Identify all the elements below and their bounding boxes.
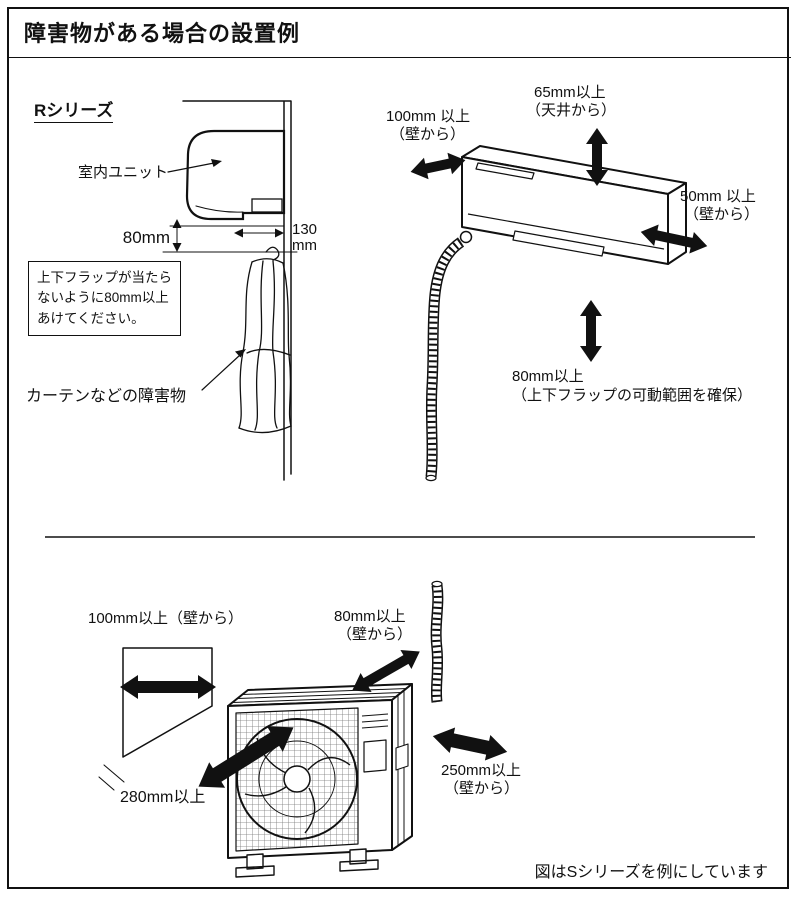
footer-note: 図はSシリーズを例にしています [534, 864, 768, 881]
pipe-end [431, 580, 443, 588]
indoor-unit-label: 室内ユニット [78, 164, 169, 181]
clearance-arrow-left-wall [410, 152, 466, 180]
outdoor-side-plate [395, 743, 409, 771]
clearance-left-label-line1: 100mm 以上 [386, 108, 471, 125]
indoor-3d-flap-seam [467, 213, 665, 250]
hose-end [425, 474, 437, 482]
curtain-label-arrowhead [235, 349, 246, 358]
indoor-3d-top-slot [475, 162, 535, 180]
indoor-unit-side-body [185, 129, 286, 221]
unit-label-leader [167, 162, 215, 173]
outdoor-plate [363, 739, 387, 773]
curtain-drawing [238, 246, 292, 434]
outdoor-feet [235, 848, 379, 878]
outdoor-wall-drawing [98, 647, 213, 791]
indoor-clearance-arrows [410, 128, 708, 362]
clearance-arrow-left [120, 675, 216, 699]
clearance-flap-label-line1: 80mm以上 [512, 368, 584, 385]
refrigerant-pipe-drawing [430, 580, 444, 703]
clearance-ceiling-label-line2: （天井から） [526, 102, 617, 119]
fan-blades [244, 737, 351, 834]
fan-ring-inner [258, 740, 336, 818]
dim-80-arrowheads [172, 219, 182, 252]
dim-80-label: 80mm [122, 228, 170, 247]
flap-note-line2: ないように80mm以上 [37, 290, 169, 306]
outdoor-strip-vents [361, 713, 389, 729]
curtain-label: カーテンなどの障害物 [26, 388, 187, 405]
page-border [7, 7, 789, 889]
flap-note-line3: あけてください。 [37, 310, 145, 326]
clearance-right-label-line1: 50mm 以上 [680, 188, 756, 205]
dimension-lines [162, 225, 298, 253]
header-rule [9, 57, 791, 58]
clearance-flap-label-line2: （上下フラップの可動範囲を確保） [512, 387, 753, 404]
outdoor-back-label-line1: 80mm以上 [334, 608, 406, 625]
unit-label-arrowhead [211, 159, 222, 167]
page-title: 障害物がある場合の設置例 [24, 21, 301, 46]
curtain-label-leader [201, 354, 241, 391]
series-label: Rシリーズ [34, 96, 114, 123]
dim-130-unit: mm [292, 237, 317, 254]
outdoor-unit-drawing [227, 683, 413, 878]
flap-note-line1: 上下フラップが当たら [37, 270, 172, 285]
outdoor-left-label: 100mm以上（壁から） [88, 610, 244, 627]
flap-note-box: 上下フラップが当たら ないように80mm以上 あけてください。 [28, 261, 181, 336]
clearance-right-label-line2: （壁から） [684, 206, 760, 223]
indoor-unit-vent [251, 198, 283, 213]
clearance-arrow-front [198, 726, 294, 788]
floor-hatch-lines [98, 764, 125, 791]
drain-hose-drawing [425, 230, 473, 482]
indoor-3d-recess [512, 230, 605, 257]
clearance-left-label-line2: （壁から） [390, 126, 466, 143]
clearance-arrow-flap [580, 300, 602, 362]
fan-hub [283, 765, 311, 793]
hose-connector [459, 230, 473, 244]
clearance-ceiling-label-line1: 65mm以上 [534, 84, 606, 101]
indoor-side-view-drawing [162, 100, 298, 481]
outdoor-front-label: 280mm以上 [120, 789, 206, 806]
clearance-arrow-right-wall [640, 224, 708, 254]
indoor-unit-flap-line [195, 205, 244, 213]
outdoor-top-slats [232, 688, 408, 703]
fan-ring-outer [236, 718, 358, 840]
outdoor-right-label-line1: 250mm以上 [441, 762, 522, 779]
clearance-arrow-back [352, 649, 420, 693]
outdoor-back-label-line2: （壁から） [337, 626, 413, 643]
clearance-arrow-ceiling [586, 128, 608, 186]
indoor-unit-3d-drawing [461, 145, 687, 265]
clearance-arrow-right [432, 727, 508, 761]
outdoor-clearance-arrows [120, 649, 508, 788]
outdoor-right-label-line2: （壁から） [444, 780, 520, 797]
dim-130-value: 130 [292, 221, 318, 238]
